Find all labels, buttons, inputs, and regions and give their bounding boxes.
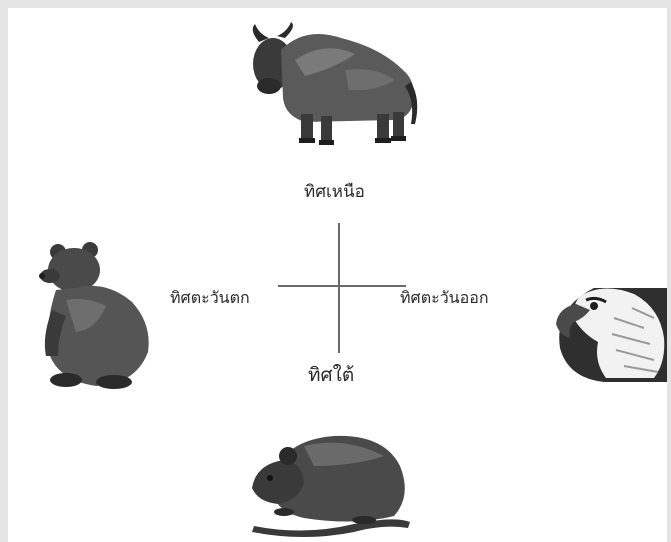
bull-icon: [245, 20, 423, 148]
eagle-icon: [554, 278, 667, 384]
bear-icon: [36, 240, 156, 390]
rat-icon: [244, 426, 414, 538]
horizontal-axis-line: [278, 285, 406, 287]
diagram-panel: ทิศเหนือ ทิศตะวันตก ทิศตะวันออก ทิศใต้: [8, 8, 667, 542]
west-label: ทิศตะวันตก: [170, 286, 250, 311]
north-label: ทิศเหนือ: [304, 178, 365, 205]
east-label: ทิศตะวันออก: [400, 286, 489, 311]
south-label: ทิศใต้: [308, 360, 354, 390]
vertical-axis-line: [338, 223, 340, 353]
